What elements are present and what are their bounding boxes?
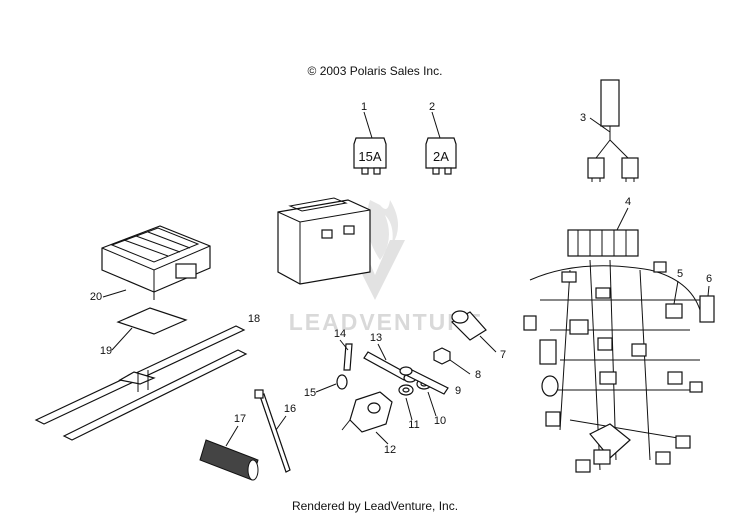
part-8-nut[interactable]: 8 <box>433 347 481 381</box>
part-16-cable-tie[interactable]: 16 <box>254 389 296 473</box>
callout-19: 19 <box>100 345 112 357</box>
callout-17: 17 <box>234 413 246 425</box>
callout-18: 18 <box>248 313 260 325</box>
part-14-stud[interactable]: 14 <box>334 328 353 371</box>
part-19-pad[interactable]: 19 <box>100 307 188 357</box>
callout-9: 9 <box>455 385 461 397</box>
battery[interactable] <box>277 197 371 285</box>
callout-8: 8 <box>475 369 481 381</box>
callout-5: 5 <box>677 268 683 280</box>
watermark-text: LEADVENTURE <box>289 309 484 335</box>
callout-15: 15 <box>304 387 316 399</box>
part-17-sleeve[interactable]: 17 <box>199 413 259 481</box>
callout-10: 10 <box>434 415 446 427</box>
part-18-strap[interactable]: 18 <box>34 313 260 441</box>
fuse-15a[interactable]: 15A 1 <box>353 101 387 175</box>
part-6-label[interactable]: 6 <box>699 273 715 323</box>
part-11-washer[interactable]: 11 <box>398 384 420 431</box>
fuse-2a[interactable]: 2A 2 <box>425 101 457 175</box>
callout-11: 11 <box>408 419 419 431</box>
callout-20: 20 <box>90 291 102 303</box>
fuse-2a-label: 2A <box>433 149 449 164</box>
part-5-connector[interactable]: 5 <box>665 268 683 319</box>
part-3-harness-pigtail[interactable]: 3 <box>580 79 639 182</box>
part-9-ground-cable[interactable]: 9 <box>399 366 461 397</box>
callout-12: 12 <box>384 444 396 456</box>
part-15-spacer[interactable]: 15 <box>304 374 348 399</box>
callout-14: 14 <box>334 328 346 340</box>
part-7-terminal-boot[interactable]: 7 <box>451 310 506 361</box>
rendered-by-text: Rendered by LeadVenture, Inc. <box>291 499 459 513</box>
callout-16: 16 <box>284 403 296 415</box>
callout-4: 4 <box>625 196 631 208</box>
callout-13: 13 <box>370 332 382 344</box>
callout-2: 2 <box>429 101 435 113</box>
fuse-15a-label: 15A <box>358 149 381 164</box>
callout-7: 7 <box>500 349 506 361</box>
callout-1: 1 <box>361 101 367 113</box>
part-20-control-module[interactable]: 20 <box>90 225 211 303</box>
callout-6: 6 <box>706 273 712 285</box>
callout-3: 3 <box>580 112 586 124</box>
copyright-text: © 2003 Polaris Sales Inc. <box>307 64 443 78</box>
part-12-solenoid[interactable]: 12 <box>341 391 396 456</box>
part-4-main-wire-harness[interactable]: 4 <box>523 196 703 473</box>
